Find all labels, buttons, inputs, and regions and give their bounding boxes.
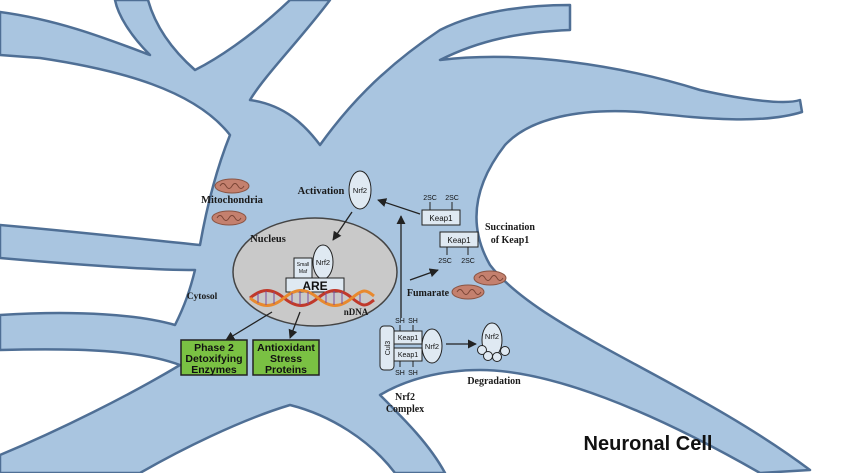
- sh-top-right: SH: [408, 318, 418, 325]
- keap1-complex-bottom-label: Keap1: [398, 352, 418, 359]
- nrf2-complex: [421, 328, 443, 364]
- phase2-enzymes-box: [180, 339, 248, 376]
- label-succination-2: of Keap1: [491, 235, 530, 246]
- sh-bottom-right: SH: [408, 370, 418, 377]
- small-maf-label-2: Maf: [299, 269, 308, 275]
- twosc-top-right: 2SC: [445, 195, 459, 202]
- label-nrf2-complex-2: Complex: [386, 404, 424, 415]
- keap1-complex-top-label: Keap1: [398, 335, 418, 342]
- phase2-line2: Detoxifying: [185, 353, 242, 365]
- sh-top-left: SH: [395, 318, 405, 325]
- arrow-nucleus-to-phase2: [225, 311, 273, 341]
- label-nrf2-complex-1: Nrf2: [395, 392, 415, 403]
- keap1-complex-bottom: [393, 347, 423, 362]
- arrow-nucleus-to-antioxidant: [288, 311, 301, 339]
- arrow-fumarate-to-keap1: [409, 268, 439, 281]
- nrf2-activated: [348, 170, 372, 210]
- antioxidant-line3: Proteins: [265, 364, 307, 376]
- small-maf-label-1: Small: [297, 262, 310, 268]
- small-maf-box: [293, 257, 313, 279]
- are-label: ARE: [302, 279, 327, 293]
- keap1-succinated-bottom: [439, 231, 479, 248]
- keap1-succinated-top-label: Keap1: [429, 214, 453, 223]
- label-degradation: Degradation: [467, 376, 521, 387]
- mitochondrion-4: [451, 284, 485, 300]
- figure-title: Neuronal Cell: [584, 433, 713, 455]
- mitochondrion-3: [473, 270, 507, 286]
- label-ndna: nDNA: [344, 307, 369, 317]
- label-succination-1: Succination: [485, 222, 535, 233]
- nrf2-complex-label: Nrf2: [425, 342, 439, 351]
- keap1-succinated-top: [421, 209, 461, 226]
- phase2-line1: Phase 2: [194, 342, 234, 354]
- cul3-label: Cul3: [385, 341, 392, 356]
- mitochondrion-2: [211, 210, 247, 226]
- twosc-top-left: 2SC: [423, 195, 437, 202]
- label-nucleus: Nucleus: [250, 234, 286, 245]
- keap1-succinated-bottom-label: Keap1: [447, 236, 471, 245]
- arrow-activation-to-nucleus: [332, 211, 353, 241]
- phase2-line3: Enzymes: [191, 364, 237, 376]
- sh-bottom-left: SH: [395, 370, 405, 377]
- nrf2-activated-label: Nrf2: [353, 186, 367, 195]
- twosc-bottom-left: 2SC: [438, 258, 452, 265]
- label-mitochondria: Mitochondria: [201, 195, 264, 206]
- label-fumarate: Fumarate: [407, 288, 450, 299]
- nrf2-degraded-label: Nrf2: [485, 332, 499, 341]
- mitochondrion-1: [214, 178, 250, 194]
- antioxidant-line2: Stress: [270, 353, 302, 365]
- keap1-complex-top: [393, 330, 423, 345]
- ubiquitin-chain: [477, 345, 510, 362]
- arrow-succination-to-activation: [377, 198, 421, 215]
- are-box: [285, 277, 345, 293]
- dna-helix: [249, 289, 375, 307]
- nrf2-nuclear-label: Nrf2: [316, 258, 330, 267]
- twosc-bottom-right: 2SC: [461, 258, 475, 265]
- label-cytosol: Cytosol: [187, 292, 218, 302]
- antioxidant-line1: Antioxidant: [257, 342, 315, 354]
- label-activation: Activation: [298, 186, 345, 197]
- antioxidant-proteins-box: [252, 339, 320, 376]
